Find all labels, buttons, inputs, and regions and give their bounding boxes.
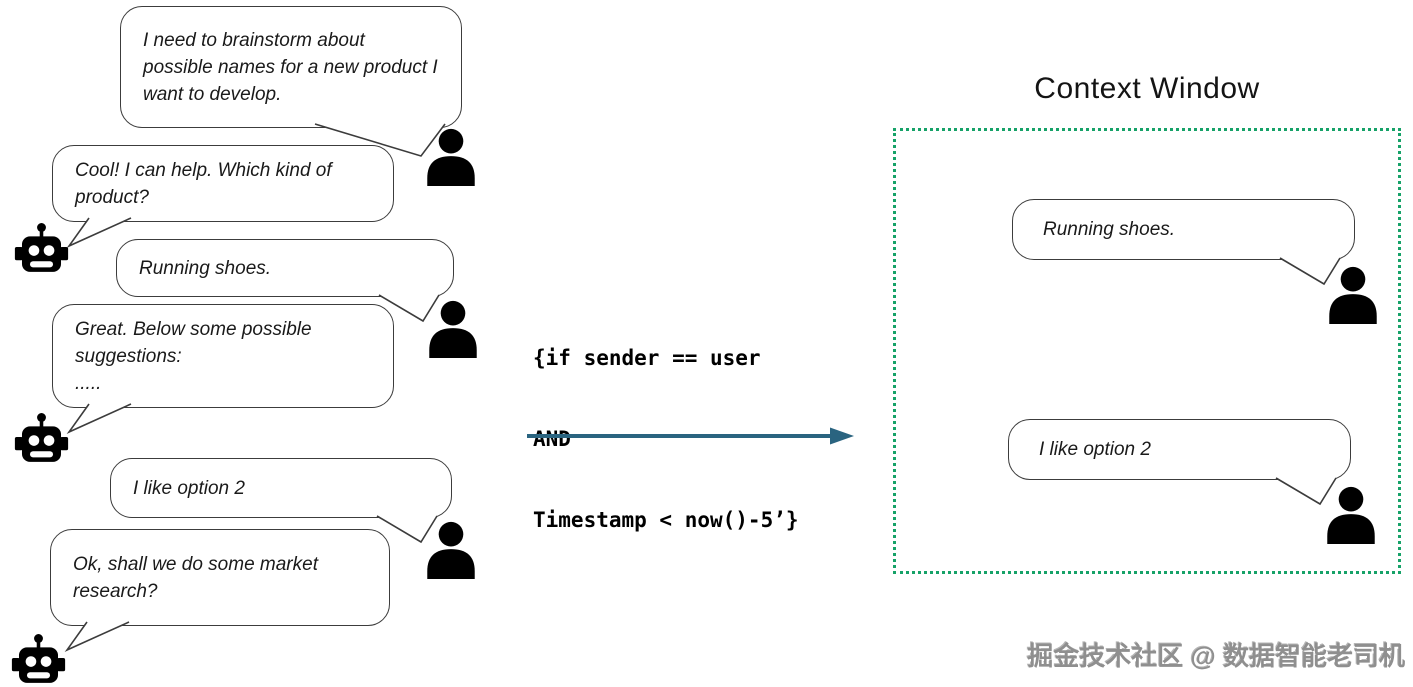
bubble-tail: [66, 217, 132, 248]
context-window-title: Context Window: [1034, 72, 1260, 105]
filter-code: {if sender == user AND Timestamp < now()…: [533, 291, 799, 588]
user-icon: [424, 128, 478, 191]
robot-icon: [11, 633, 66, 687]
bubble-tail: [1279, 257, 1341, 286]
user-icon: [426, 300, 480, 363]
message-text: Great. Below some possible suggestions: …: [75, 318, 312, 394]
flow-arrow: [527, 427, 854, 445]
user-message-bubble: Running shoes.: [116, 239, 454, 323]
bubble-tail: [66, 403, 132, 434]
message-text: Running shoes.: [1043, 219, 1176, 240]
bot-message-bubble: Great. Below some possible suggestions: …: [52, 304, 394, 434]
user-message-bubble: I like option 2: [110, 458, 452, 544]
filter-code-line: Timestamp < now()-5’}: [533, 508, 799, 532]
bubble-tail: [64, 621, 130, 652]
bubble-tail: [1275, 477, 1337, 506]
message-text: Ok, shall we do some market research?: [73, 553, 318, 602]
bot-message-bubble: Ok, shall we do some market research?: [50, 529, 390, 652]
filter-code-line: {if sender == user: [533, 346, 761, 370]
filter-code-line: AND: [533, 427, 571, 451]
robot-icon: [14, 222, 69, 277]
message-text: Cool! I can help. Which kind of product?: [75, 159, 332, 208]
user-icon: [1326, 266, 1380, 329]
message-text: Running shoes.: [139, 257, 272, 279]
watermark-text: 掘金技术社区 @ 数据智能老司机: [1027, 641, 1405, 671]
bot-message-bubble: Cool! I can help. Which kind of product?: [52, 145, 394, 248]
context-window-box: [893, 128, 1401, 574]
user-message-bubble: I need to brainstorm about possible name…: [120, 6, 462, 157]
user-message-bubble: I like option 2: [1008, 419, 1351, 506]
bubble-tail: [376, 515, 438, 544]
user-icon: [1324, 486, 1378, 549]
bubble-tail: [314, 123, 446, 157]
message-text: I like option 2: [133, 477, 245, 499]
user-message-bubble: Running shoes.: [1012, 199, 1355, 286]
message-text: I need to brainstorm about possible name…: [143, 29, 438, 105]
robot-icon: [14, 412, 69, 467]
user-icon: [424, 521, 478, 584]
message-text: I like option 2: [1039, 439, 1151, 460]
bubble-tail: [378, 294, 440, 323]
